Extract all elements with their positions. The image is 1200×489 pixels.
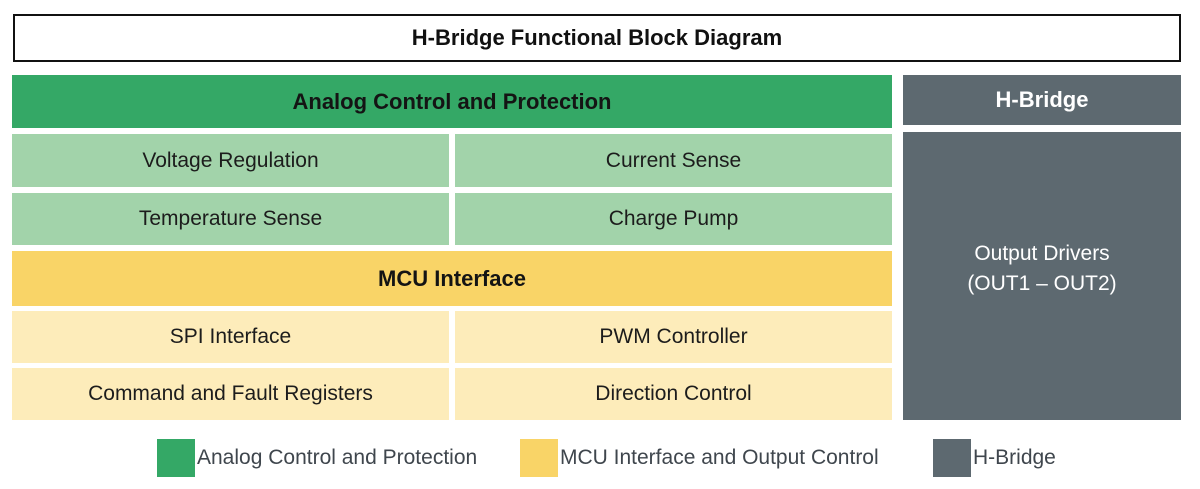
block-pwm-controller: PWM Controller <box>455 311 892 363</box>
legend-swatch-green <box>157 438 195 477</box>
legend-item-mcu: MCU Interface and Output Control <box>520 438 879 477</box>
output-drivers-line1: Output Drivers <box>974 242 1110 265</box>
legend-item-analog: Analog Control and Protection <box>157 438 477 477</box>
block-temperature-sense: Temperature Sense <box>12 193 449 245</box>
block-current-sense: Current Sense <box>455 134 892 187</box>
legend-swatch-yellow <box>520 438 558 477</box>
block-spi-interface: SPI Interface <box>12 311 449 363</box>
block-command-fault-registers: Command and Fault Registers <box>12 368 449 420</box>
legend-label-hbridge: H-Bridge <box>973 445 1056 469</box>
block-voltage-regulation: Voltage Regulation <box>12 134 449 187</box>
analog-section-header: Analog Control and Protection <box>12 75 892 128</box>
analog-row-1: Voltage Regulation Current Sense <box>12 134 892 187</box>
mcu-section-header-label: MCU Interface <box>378 265 526 291</box>
page-title: H-Bridge Functional Block Diagram <box>411 25 783 50</box>
legend-swatch-gray <box>933 438 971 477</box>
hbridge-section-header: H-Bridge <box>903 75 1181 125</box>
legend-item-hbridge: H-Bridge <box>933 438 1056 477</box>
block-output-drivers: Output Drivers (OUT1 – OUT2) <box>903 132 1181 420</box>
mcu-row-1: SPI Interface PWM Controller <box>12 311 892 363</box>
block-charge-pump: Charge Pump <box>455 193 892 245</box>
mcu-section-header: MCU Interface <box>12 251 892 306</box>
mcu-row-2: Command and Fault Registers Direction Co… <box>12 368 892 420</box>
analog-section-header-label: Analog Control and Protection <box>292 88 612 114</box>
analog-row-2: Temperature Sense Charge Pump <box>12 193 892 245</box>
hbridge-section-header-label: H-Bridge <box>995 87 1089 112</box>
block-direction-control: Direction Control <box>455 368 892 420</box>
legend-label-mcu: MCU Interface and Output Control <box>560 445 879 469</box>
output-drivers-line2: (OUT1 – OUT2) <box>967 272 1117 295</box>
diagram-title-bar: H-Bridge Functional Block Diagram <box>13 14 1181 62</box>
legend-label-analog: Analog Control and Protection <box>197 445 478 469</box>
